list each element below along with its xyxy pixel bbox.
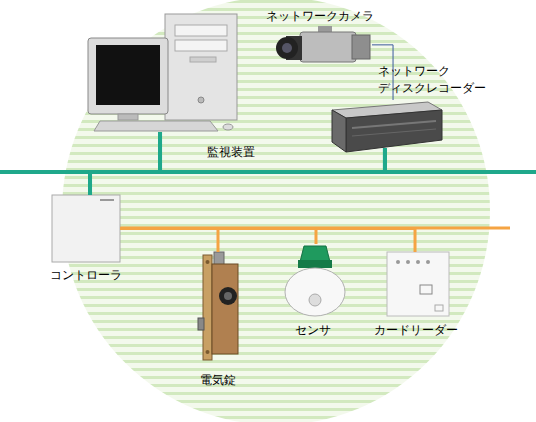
connection-line — [120, 229, 415, 253]
pc-tower — [165, 14, 237, 120]
device-node: コントローラ — [52, 195, 120, 262]
lock-screw — [206, 260, 210, 264]
connection-line — [90, 132, 160, 195]
device-node: カードリーダー — [387, 252, 449, 316]
monitor-screen — [96, 45, 160, 105]
sensor-eye — [309, 294, 321, 306]
card-symbol — [420, 285, 432, 294]
device-label: センサ — [283, 322, 343, 339]
connection-line — [120, 229, 316, 245]
drive-bay — [175, 25, 227, 36]
power-button — [198, 97, 204, 103]
controller-cabinet — [52, 195, 120, 262]
device-label: 監視装置 — [191, 144, 271, 161]
floppy-slot — [190, 57, 216, 62]
sensor-cap — [300, 246, 330, 262]
card-reader-body — [387, 252, 449, 316]
lock-cylinder — [219, 287, 237, 305]
lock-keyhole — [224, 292, 232, 300]
lock-faceplate — [203, 255, 212, 360]
camera-back — [352, 35, 370, 59]
lock-screw — [206, 350, 210, 354]
recorder-slot — [352, 129, 436, 136]
connection-line — [120, 229, 218, 253]
device-node: 電気錠 — [198, 252, 242, 362]
status-led — [406, 260, 410, 264]
device-label: 電気錠 — [188, 372, 248, 389]
monitor-stand — [118, 114, 138, 120]
device-node: ネットワーク ディスクレコーダー — [330, 100, 444, 148]
network-bus — [0, 170, 536, 174]
controller-logo — [100, 199, 114, 201]
recorder-side — [332, 110, 346, 152]
status-led — [396, 260, 400, 264]
device-label: カードリーダー — [366, 322, 466, 339]
device-label: ネットワーク ディスクレコーダー — [378, 63, 494, 97]
mouse — [223, 124, 233, 130]
recorder-slot — [352, 121, 436, 128]
device-node: センサ — [282, 244, 348, 318]
camera-lens — [276, 37, 298, 59]
camera-lens-glass — [282, 43, 292, 53]
status-led — [416, 260, 420, 264]
control-bus — [120, 227, 510, 230]
device-label: ネットワークカメラ — [255, 8, 385, 25]
recorder-front — [346, 110, 442, 152]
keyboard — [94, 121, 218, 131]
device-label: コントローラ — [41, 267, 131, 284]
sensor-band — [298, 260, 332, 268]
camera-body — [300, 32, 356, 62]
lock-knob — [214, 252, 224, 265]
device-node: 監視装置 — [85, 12, 240, 132]
connection-line — [160, 132, 385, 172]
lock-latch — [198, 318, 204, 330]
reader-mark — [435, 305, 443, 311]
background-circle — [62, 0, 490, 422]
device-node: ネットワークカメラ — [275, 26, 372, 72]
drive-bay — [175, 40, 227, 51]
lock-body — [212, 264, 238, 354]
monitor-frame — [88, 38, 168, 114]
status-led — [426, 260, 430, 264]
sensor-base — [285, 268, 345, 316]
